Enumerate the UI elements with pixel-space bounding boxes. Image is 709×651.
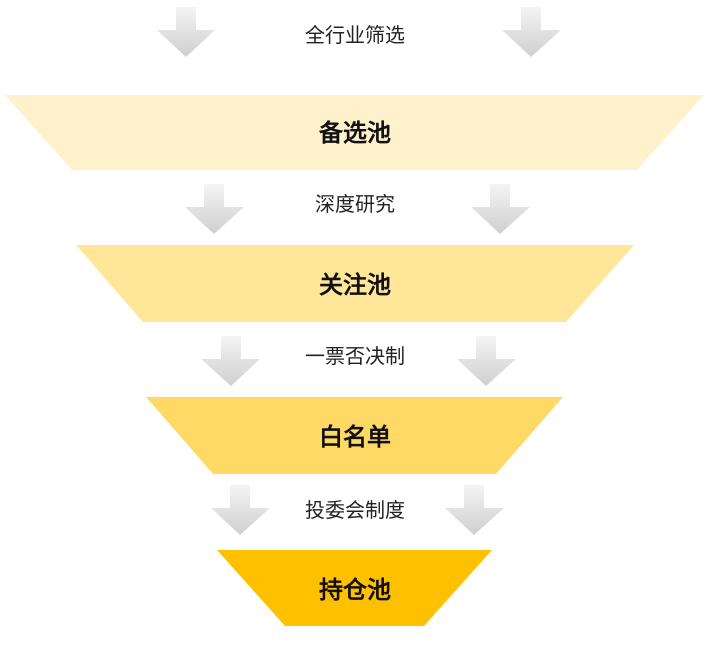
stage-label: 关注池 [319,271,391,299]
step-label: 深度研究 [315,192,395,216]
funnel-stage-2: 关注池 [76,245,634,322]
step-label: 投委会制度 [305,498,405,522]
stage-label: 白名单 [319,423,391,451]
step-label: 一票否决制 [305,344,405,368]
stage-shape [76,245,634,322]
funnel-stage-4: 持仓池 [217,550,492,626]
stage-shape [5,95,704,170]
step-4: 投委会制度 [211,485,504,535]
down-arrow-icon [157,7,215,57]
down-arrow-icon [185,184,244,234]
down-arrow-icon [502,7,561,57]
funnel-stage-1: 备选池 [5,95,704,170]
stage-shape [217,550,492,626]
step-2: 深度研究 [185,184,530,234]
down-arrow-icon [471,184,530,234]
funnel-stage-3: 白名单 [146,397,563,474]
stage-label: 备选池 [318,119,391,147]
down-arrow-icon [457,336,516,386]
step-3: 一票否决制 [201,336,516,386]
step-1: 全行业筛选 [157,7,561,57]
step-label: 全行业筛选 [305,23,405,47]
stage-label: 持仓池 [319,576,391,604]
stage-shape [146,397,563,474]
down-arrow-icon [445,485,504,535]
down-arrow-icon [211,485,270,535]
down-arrow-icon [201,336,260,386]
